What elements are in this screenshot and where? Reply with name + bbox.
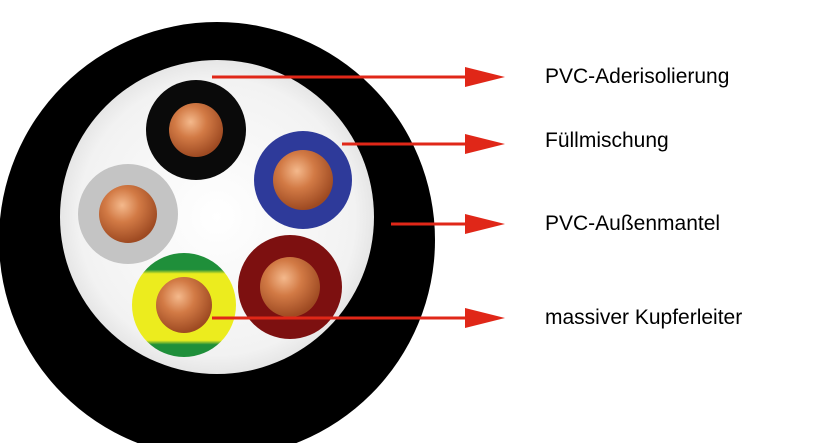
label-pvc-aussenmantel: PVC-Außenmantel [545,212,721,235]
label-massiver-kupferleiter: massiver Kupferleiter [545,306,743,329]
core-green-yellow [132,253,236,357]
core-brown [238,235,342,339]
label-fuellmischung: Füllmischung [545,129,669,152]
copper-conductor [260,257,320,317]
core-grey [78,164,178,264]
copper-conductor [169,103,223,157]
label-pvc-aderisolierung: PVC-Aderisolierung [545,65,730,88]
copper-conductor [273,150,333,210]
arrow-massiver-kupferleiter [212,308,505,328]
arrow-pvc-aderisolierung [212,67,505,87]
copper-conductor [99,185,157,243]
arrow-fuellmischung [342,134,505,154]
arrow-pvc-aussenmantel [391,214,505,234]
copper-conductor [156,277,212,333]
core-black [146,80,246,180]
core-blue [254,131,352,229]
